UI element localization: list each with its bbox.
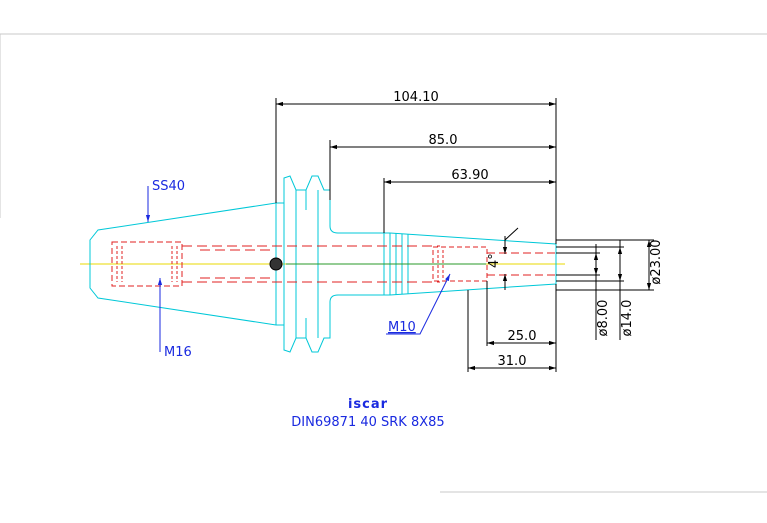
dim-shank-length: 85.0 (429, 133, 458, 148)
internal-features (111, 241, 556, 287)
dim-thread-depth: 25.0 (508, 329, 537, 344)
dim-dia-mid: ø14.0 (620, 300, 635, 337)
leader-lines (145, 186, 451, 352)
label-m10: M10 (388, 320, 416, 335)
dim-dia-outer: ø23.00 (649, 239, 664, 284)
dim-dia-inner: ø8.00 (596, 300, 611, 337)
label-m16: M16 (164, 345, 192, 360)
dim-taper-length: 63.90 (451, 168, 488, 183)
datum-point-icon (269, 257, 283, 271)
label-ss40: SS40 (152, 179, 185, 194)
drawing-frame (0, 33, 767, 493)
dim-bore-depth: 31.0 (498, 354, 527, 369)
dim-angle: 4° (487, 253, 502, 268)
dimension-lines (275, 98, 654, 372)
brand-logo: iscar (348, 397, 388, 412)
dim-overall-length: 104.10 (393, 90, 439, 105)
designation-text: DIN69871 40 SRK 8X85 (291, 415, 444, 430)
